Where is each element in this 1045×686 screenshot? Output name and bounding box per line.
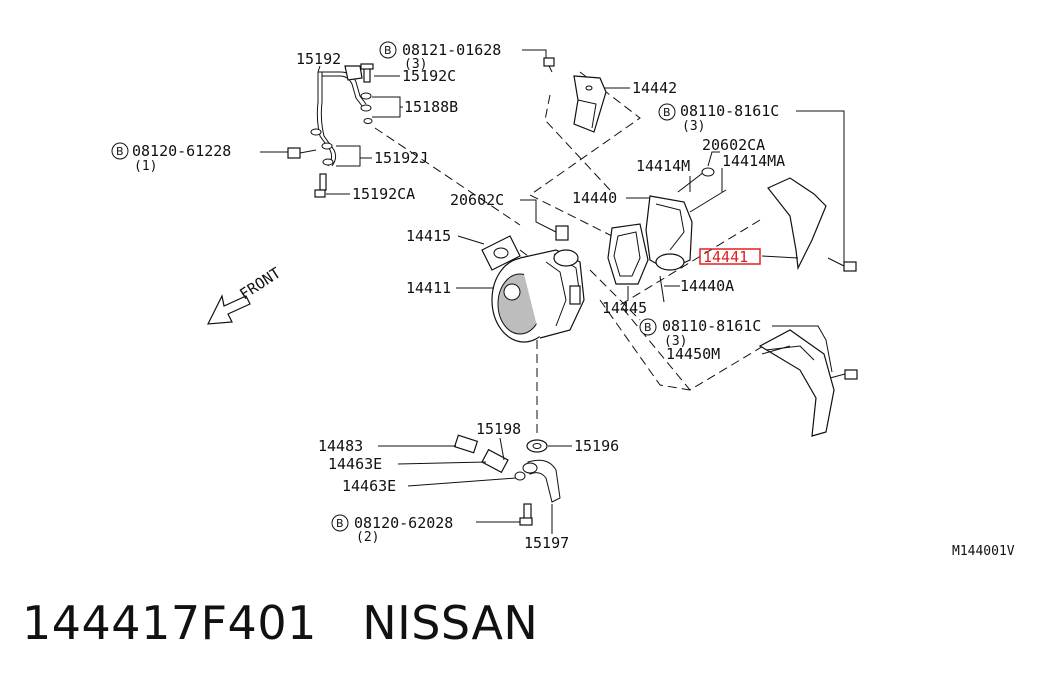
label-08120-61228[interactable]: 08120-61228 (132, 142, 231, 160)
exhaust-outlet-group (555, 167, 727, 303)
svg-text:B: B (384, 44, 392, 57)
bracket-14442-group (543, 57, 607, 133)
label-14463E-upper[interactable]: 14463E (328, 455, 382, 473)
leader-lines (260, 49, 845, 534)
label-14411[interactable]: 14411 (406, 279, 451, 297)
label-15188B[interactable]: 15188B (404, 98, 458, 116)
label-14440[interactable]: 14440 (572, 189, 617, 207)
bolt-markers: B B B B B (111, 41, 676, 532)
svg-text:B: B (644, 321, 652, 334)
part-labels[interactable]: 15192 15192C 15188B 15192J 15192CA 08120… (132, 41, 785, 552)
bolt-marker-4: B (639, 318, 657, 336)
oil-return-group (453, 434, 561, 526)
label-20602C[interactable]: 20602C (450, 191, 504, 209)
label-15192C[interactable]: 15192C (402, 67, 456, 85)
heat-insulator-group (758, 177, 858, 437)
svg-text:B: B (116, 145, 124, 158)
label-14414M[interactable]: 14414M (636, 157, 690, 175)
label-14440A[interactable]: 14440A (680, 277, 734, 295)
qty-08110-8161C-bottom: (3) (664, 334, 687, 349)
front-arrow: FRONT (206, 264, 284, 325)
qty-08120-62028: (2) (356, 530, 379, 545)
bolt-marker-1: B (379, 41, 397, 59)
turbocharger-group (481, 235, 585, 343)
assembly-dashed-lines (374, 71, 791, 438)
bolt-marker-2: B (658, 103, 676, 121)
label-08120-62028[interactable]: 08120-62028 (354, 514, 453, 532)
label-08110-8161C-top[interactable]: 08110-8161C (680, 102, 779, 120)
label-14442[interactable]: 14442 (632, 79, 677, 97)
qty-08110-8161C-top: (3) (682, 119, 705, 134)
label-14463E-lower[interactable]: 14463E (342, 477, 396, 495)
qty-08120-61228: (1) (134, 159, 157, 174)
label-14441[interactable]: 14441 (703, 248, 748, 266)
label-14445[interactable]: 14445 (602, 299, 647, 317)
highlighted-part-14441[interactable]: 14441 (699, 248, 761, 266)
label-15192CA[interactable]: 15192CA (352, 185, 415, 203)
label-15196[interactable]: 15196 (574, 437, 619, 455)
label-15198[interactable]: 15198 (476, 420, 521, 438)
parts-diagram: FRONT B B B B (111, 41, 858, 552)
highlight-box (699, 248, 761, 265)
label-08110-8161C-bottom[interactable]: 08110-8161C (662, 317, 761, 335)
svg-text:B: B (336, 517, 344, 530)
qty-08121-01628: (3) (404, 57, 427, 72)
bolt-marker-5: B (331, 514, 349, 532)
footer-part-number: 144417F401 (22, 596, 317, 650)
footer-caption: 144417F401 NISSAN (22, 596, 538, 650)
footer-brand: NISSAN (362, 596, 539, 650)
label-20602CA[interactable]: 20602CA (702, 136, 765, 154)
label-14415[interactable]: 14415 (406, 227, 451, 245)
label-15197[interactable]: 15197 (524, 534, 569, 552)
oil-feed-pipe-group (287, 63, 374, 198)
bolt-marker-3: B (111, 142, 129, 160)
front-label: FRONT (236, 264, 284, 304)
label-15192[interactable]: 15192 (296, 50, 341, 68)
svg-text:B: B (663, 106, 671, 119)
diagram-code: M144001V (952, 544, 1015, 559)
label-08121-01628[interactable]: 08121-01628 (402, 41, 501, 59)
label-14450M[interactable]: 14450M (666, 345, 720, 363)
label-14414MA[interactable]: 14414MA (722, 152, 785, 170)
label-15192J[interactable]: 15192J (374, 149, 428, 167)
label-14483[interactable]: 14483 (318, 437, 363, 455)
